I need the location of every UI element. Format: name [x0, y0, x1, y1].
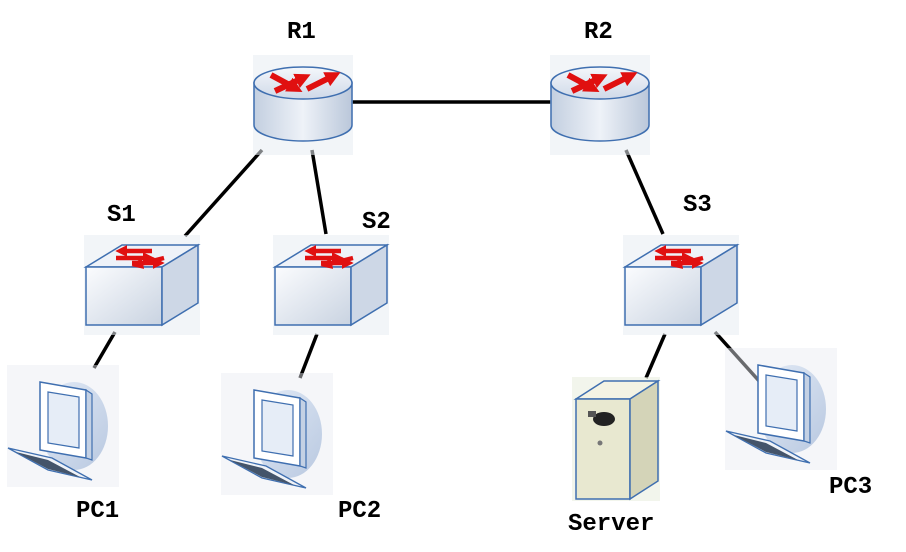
- label-pc1: PC1: [76, 498, 119, 525]
- label-s3: S3: [683, 192, 712, 219]
- link-r2-s3: [624, 149, 665, 235]
- switch-s2: [273, 235, 389, 335]
- link-s1-pc1: [92, 331, 117, 369]
- link-s3-server: [644, 333, 667, 379]
- pc-icon: [220, 372, 334, 496]
- pc-icon: [724, 347, 838, 471]
- switch-icon: [84, 235, 200, 335]
- label-r2: R2: [584, 19, 613, 46]
- switch-s3: [623, 235, 739, 335]
- label-s1: S1: [107, 202, 136, 229]
- link-r1-s1: [183, 148, 264, 238]
- switch-icon: [273, 235, 389, 335]
- pc-pc3: [724, 347, 838, 471]
- pc-pc2: [220, 372, 334, 496]
- link-s2-pc2: [298, 333, 319, 379]
- pc-icon: [6, 364, 120, 488]
- switch-s1: [84, 235, 200, 335]
- label-server: Server: [568, 511, 654, 538]
- switch-icon: [623, 235, 739, 335]
- link-r1-s2: [310, 149, 328, 235]
- router-icon: [253, 55, 353, 155]
- router-r1: [253, 55, 353, 155]
- label-pc3: PC3: [829, 474, 872, 501]
- label-s2: S2: [362, 209, 391, 236]
- router-r2: [550, 55, 650, 155]
- label-pc2: PC2: [338, 498, 381, 525]
- label-r1: R1: [287, 19, 316, 46]
- router-icon: [550, 55, 650, 155]
- server-node: [571, 376, 661, 502]
- server-icon: [571, 376, 661, 502]
- pc-pc1: [6, 364, 120, 488]
